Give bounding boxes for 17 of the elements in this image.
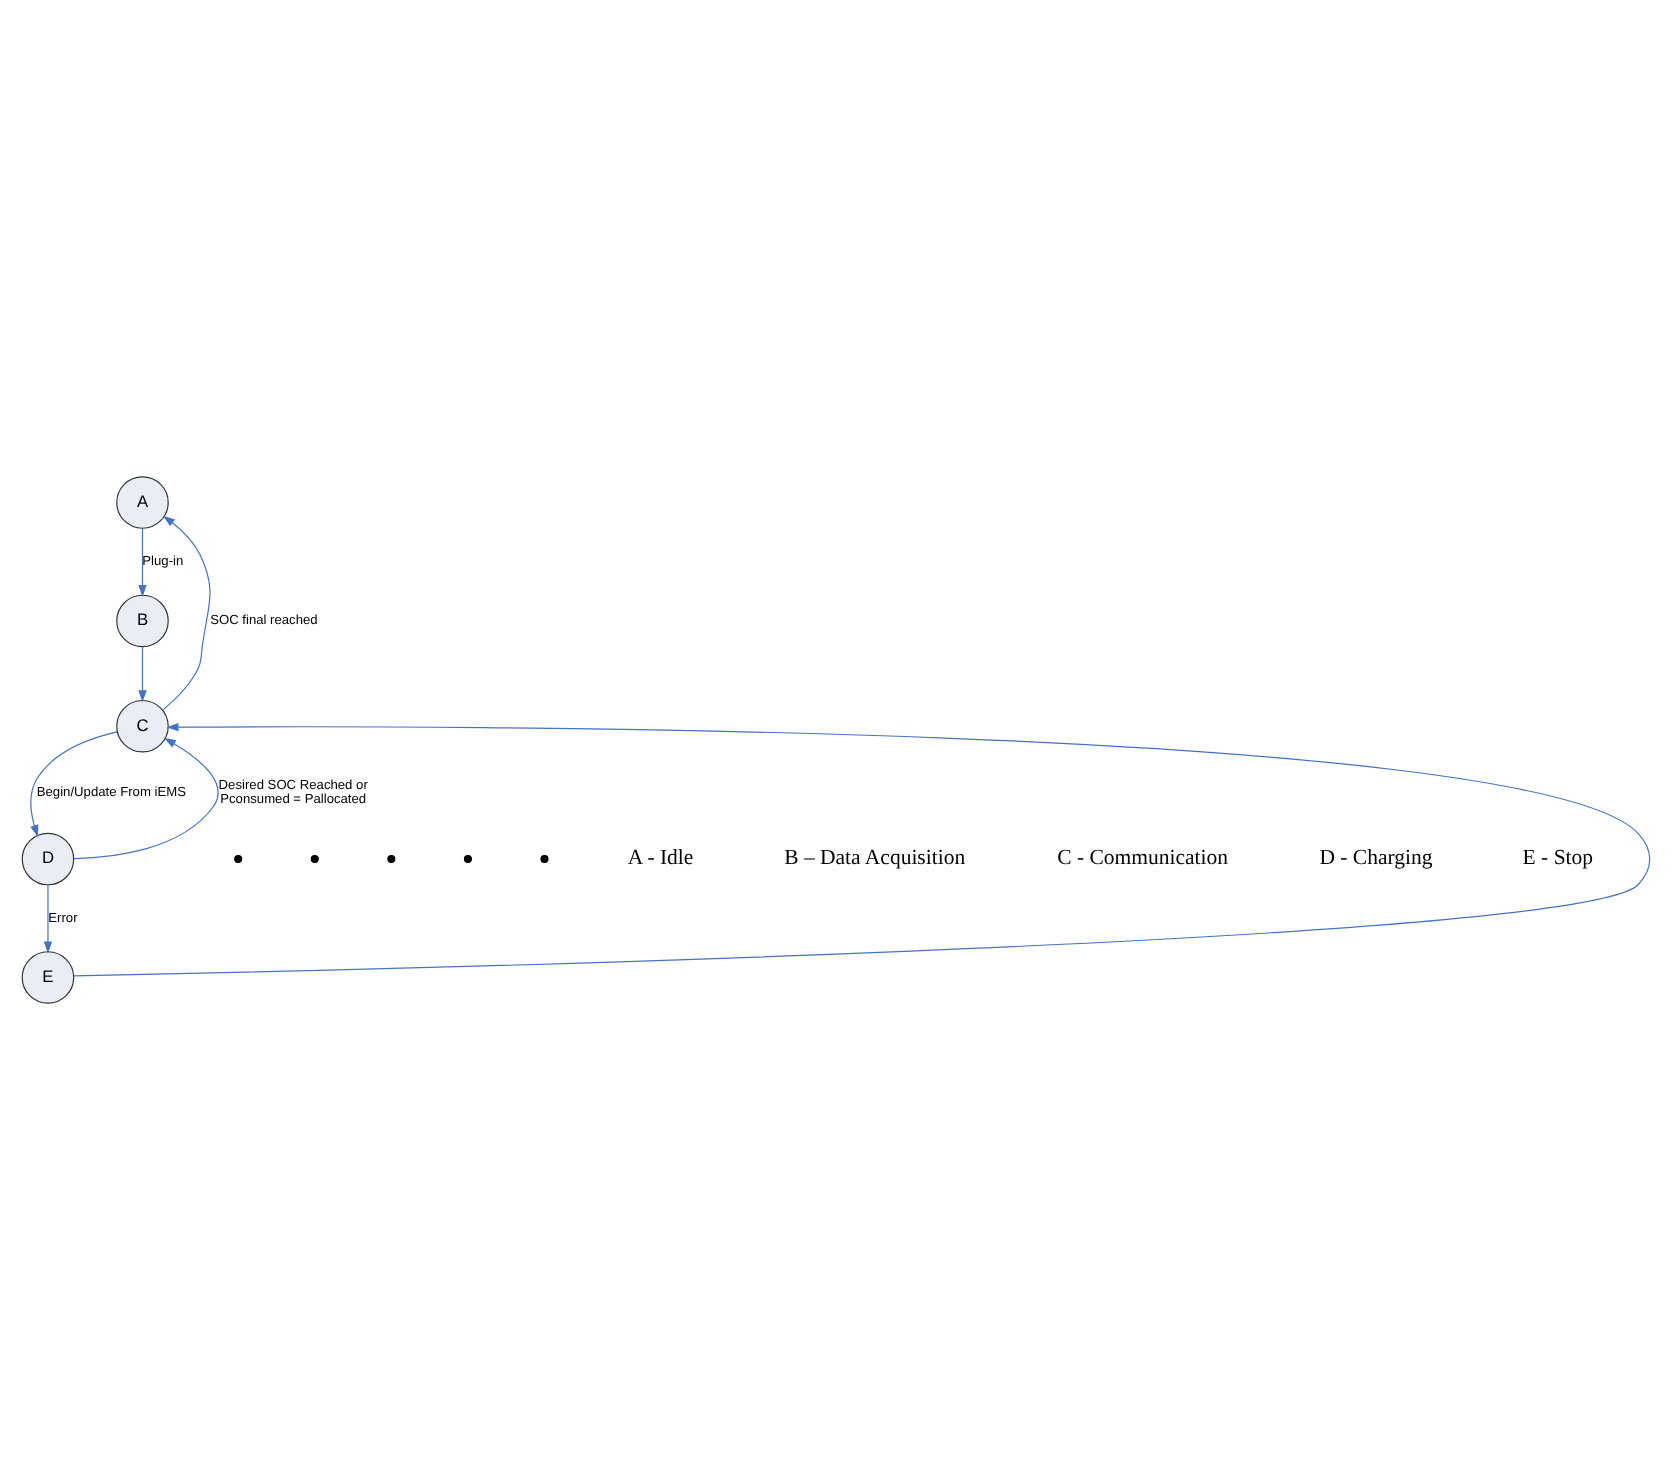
arrow	[138, 646, 147, 703]
arrow	[73, 737, 219, 860]
node-circle: A	[116, 476, 169, 529]
arrow	[73, 722, 1651, 977]
label: D - Charging	[1319, 846, 1433, 871]
node-circle: C	[116, 699, 169, 753]
node-circle: E	[21, 951, 75, 1004]
arrow	[162, 515, 211, 711]
node-circle: D	[21, 832, 75, 886]
label: E - Stop	[1522, 846, 1594, 871]
label: C - Communication	[1057, 846, 1229, 871]
arrow	[43, 884, 53, 954]
label: A - Idle	[627, 846, 694, 871]
arrow	[30, 731, 118, 837]
label: B – Data Acquisition	[784, 846, 966, 871]
arrow	[138, 527, 147, 597]
node-circle: B	[116, 594, 169, 648]
